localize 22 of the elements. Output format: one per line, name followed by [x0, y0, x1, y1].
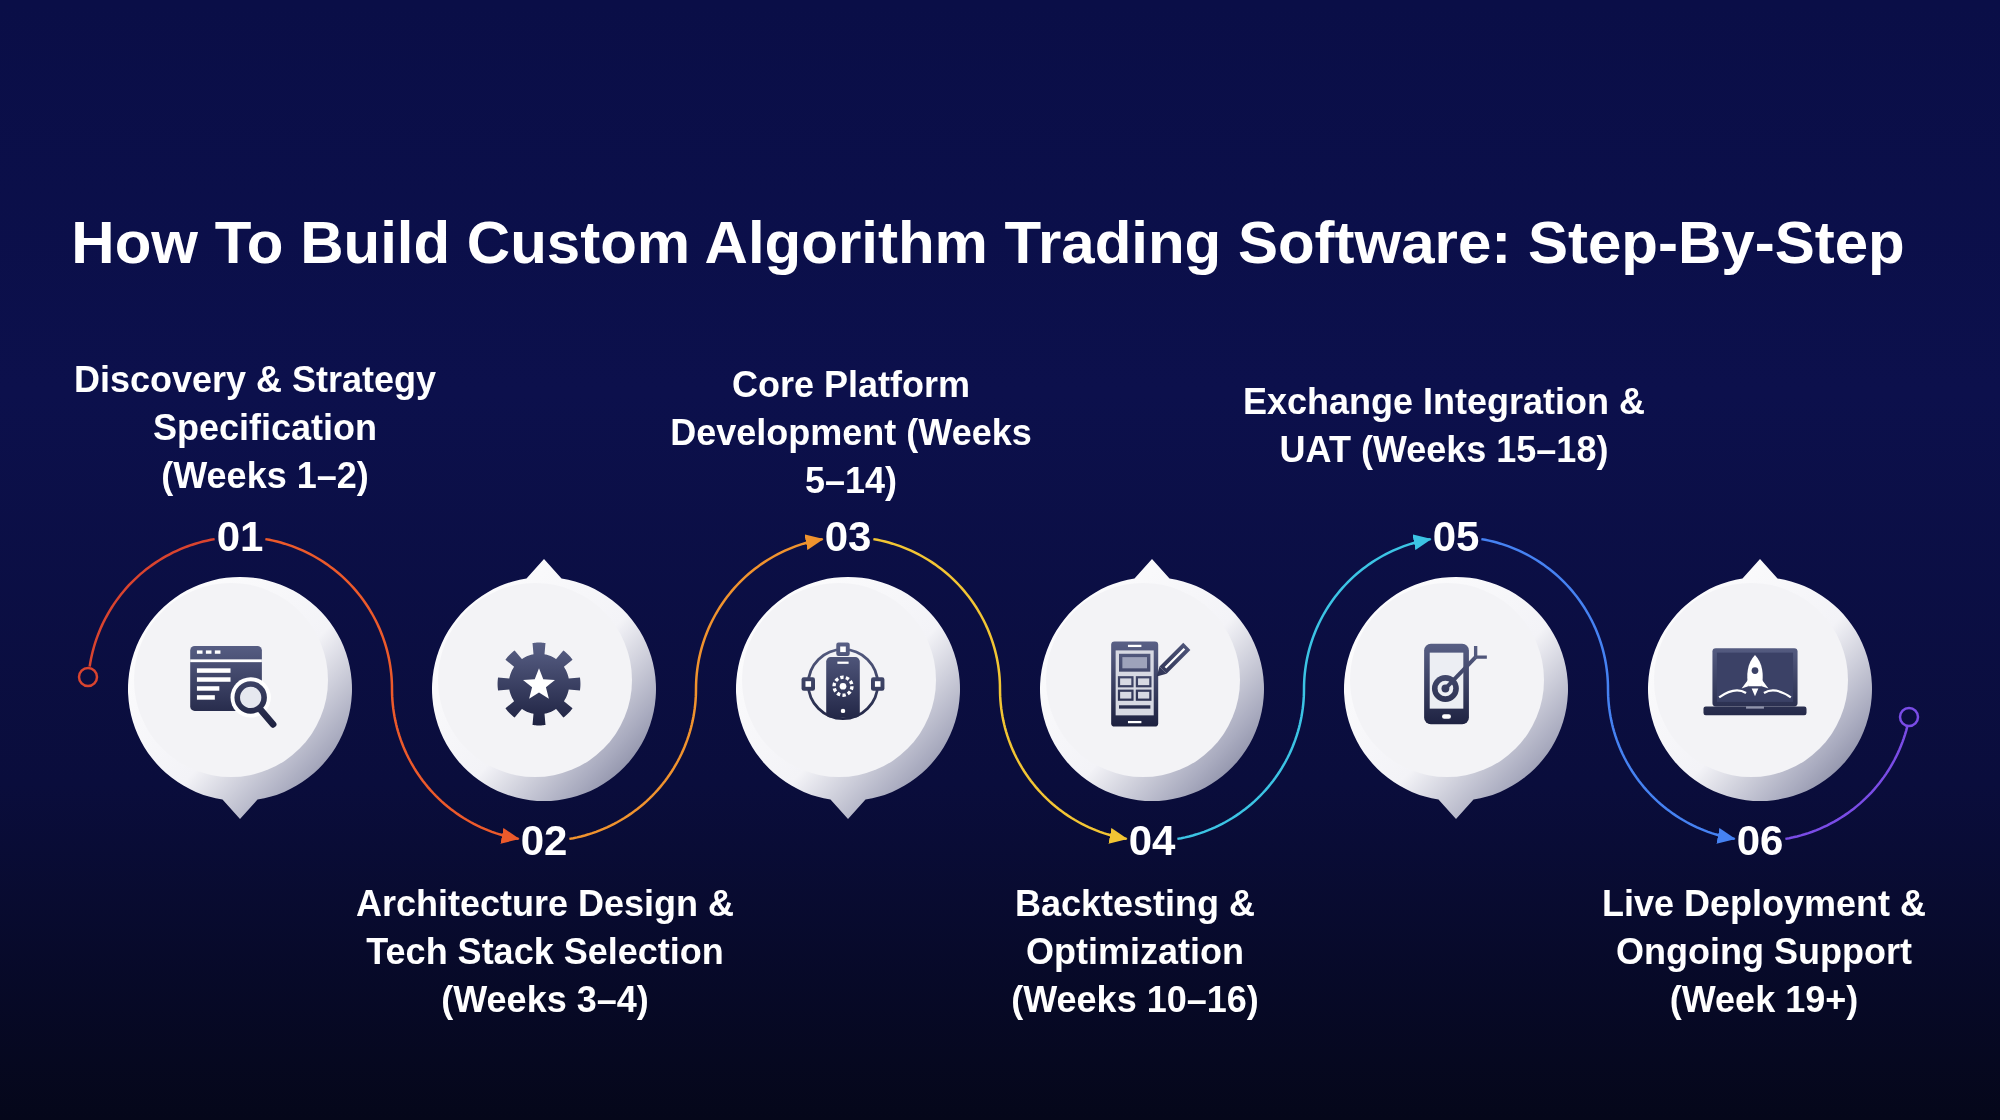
connector-line [1785, 726, 1909, 841]
arrow [1481, 537, 1736, 844]
step-number: 02 [520, 820, 568, 862]
ring-marker [77, 666, 100, 689]
step-title: Core Platform Development (Weeks 5–14) [669, 363, 1033, 503]
step-title: Live Deployment & Ongoing Support (Week 19+) [1600, 882, 1928, 1022]
ring-marker [1898, 705, 1921, 728]
diagram-title: How To Build Custom Algorithm Trading Software: Step-By-Step [71, 207, 1905, 277]
step-number: 03 [824, 516, 872, 558]
step-title: Architecture Design & Tech Stack Selection (Weeks 3–4) [354, 882, 736, 1022]
arrow [1177, 534, 1432, 841]
step-number: 04 [1128, 820, 1176, 862]
step-number: 06 [1736, 820, 1784, 862]
step-number: 01 [216, 516, 264, 558]
arrow [569, 534, 824, 841]
connector-line [88, 537, 215, 667]
step-title: Backtesting & Optimization (Weeks 10–16) [1010, 882, 1260, 1022]
step-number: 05 [1432, 516, 1480, 558]
arrow [265, 537, 520, 844]
step-title: Exchange Integration & UAT (Weeks 15–18) [1241, 380, 1647, 472]
step-title: Discovery & Strategy Specification (Weeks 1–2) [72, 358, 438, 498]
arrow [873, 537, 1128, 844]
